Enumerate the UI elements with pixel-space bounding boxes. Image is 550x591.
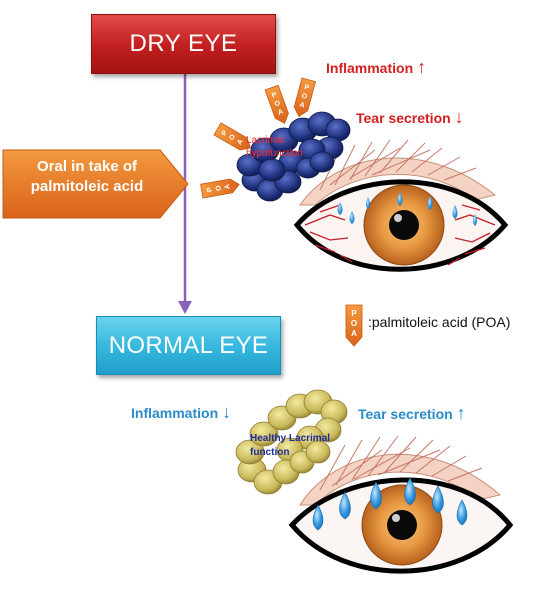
svg-text:O: O [274,100,282,109]
arrow-down-icon: ↓ [222,402,232,422]
lacrimal-hypofunction-line-1: Lacrimal [246,135,284,146]
dry-inflammation-text: Inflammation [326,60,414,76]
arrow-up-icon: ↑ [417,57,427,77]
normal-eye-label: NORMAL EYE [108,331,269,359]
svg-text:A: A [277,108,284,116]
healthy-lacrimal-gland [235,389,348,495]
lacrimal-hypofunction-label: Lacrimal hypofunction [246,134,336,160]
normal-pupil [387,510,417,540]
legend-poa-badge: P O A [345,304,363,347]
dry-inflammation-label: Inflammation↑ [326,57,426,78]
dry-pupil [389,210,419,240]
svg-text:A: A [351,329,357,338]
intervention-label: Oral in take of palmitoleic acid [8,157,166,197]
legend-description: :palmitoleic acid (POA) [368,314,511,330]
svg-text:O: O [228,133,237,142]
svg-text:P: P [221,129,230,137]
lacrimal-hypofunction-line-2: hypofunction [246,148,303,159]
normal-eye-box: NORMAL EYE [96,316,281,375]
healthy-lacrimal-label: Healthy Lacrimal function [250,432,340,460]
svg-text:O: O [215,184,223,191]
arrow-up-icon: ↑ [456,403,466,423]
healthy-lacrimal-line-1: Healthy Lacrimal [250,433,331,444]
intervention-line-2: palmitoleic acid [30,178,144,195]
svg-text:A: A [224,183,232,189]
dry-tear-secretion-text: Tear secretion [356,110,451,126]
dry-eye-label: DRY EYE [129,30,238,57]
normal-inflammation-text: Inflammation [131,405,219,421]
svg-text:P: P [206,186,214,192]
poa-badges: P O A P O A P O A P O A [200,77,317,199]
dry-lacrimal-gland [236,111,351,202]
dry-eye-illustration: P O A P O A P O A P O A [200,77,509,272]
healthy-lacrimal-line-2: function [250,447,290,458]
svg-text:A: A [236,138,245,146]
svg-text:P: P [351,309,357,318]
svg-text:O: O [351,319,357,328]
arrow-down-icon: ↓ [454,107,464,127]
dry-tear-drops [337,192,477,226]
svg-text:P: P [303,84,310,92]
normal-tear-secretion-text: Tear secretion [358,406,453,422]
normal-tear-drops [312,477,468,531]
dry-tear-secretion-label: Tear secretion↓ [356,107,464,128]
normal-inflammation-label: Inflammation↓ [131,402,231,423]
svg-text:O: O [301,93,309,101]
normal-tear-secretion-label: Tear secretion↑ [358,403,466,424]
intervention-arrow [2,149,189,219]
dry-eyelid [299,157,497,206]
dry-eye-box: DRY EYE [91,14,276,74]
normal-eyelid [299,453,502,506]
svg-text:P: P [271,91,278,99]
normal-eye-illustration [235,389,514,574]
intervention-line-1: Oral in take of [36,158,138,175]
svg-text:A: A [299,101,306,109]
